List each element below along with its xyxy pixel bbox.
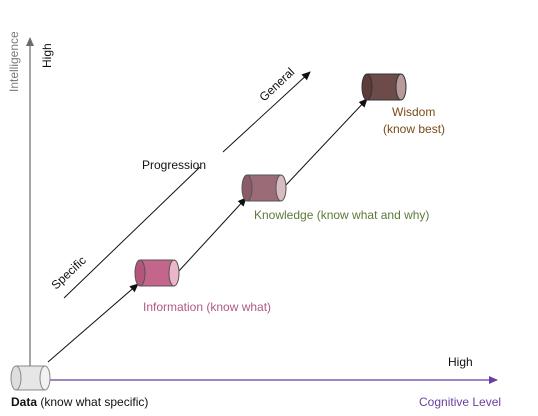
progression-specific-label: Specific: [48, 253, 88, 292]
wisdom-label-line1: Wisdom: [392, 105, 435, 119]
progression-arrow-upper: [222, 71, 311, 153]
progression-arrow-lower: [63, 166, 201, 299]
wisdom-cylinder: [361, 73, 407, 101]
connector-knowledge-wisdom: [285, 98, 368, 186]
connector-data-information: [47, 283, 139, 363]
x-axis-high: High: [448, 355, 473, 369]
information-label: Information (know what): [143, 300, 271, 314]
y-axis-title: Intelligence: [7, 31, 21, 92]
y-axis-high: High: [40, 43, 54, 68]
x-axis-title: Cognitive Level: [419, 395, 501, 409]
data-label-bold: Data: [11, 395, 37, 409]
connector-information-knowledge: [177, 197, 247, 273]
wisdom-label-line2: (know best): [383, 122, 445, 136]
data-label: Data (know what specific): [11, 395, 148, 409]
data-label-rest: (know what specific): [37, 395, 148, 409]
information-cylinder: [134, 259, 180, 287]
knowledge-cylinder: [241, 174, 287, 202]
progression-label: Progression: [142, 158, 206, 172]
data-cylinder: [10, 365, 51, 391]
knowledge-label: Knowledge (know what and why): [254, 208, 429, 222]
progression-general-label: General: [256, 65, 297, 104]
